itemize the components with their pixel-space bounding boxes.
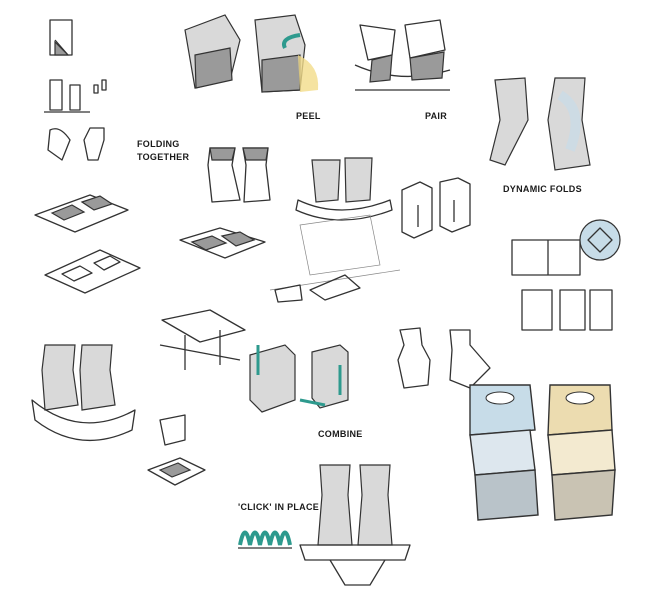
sketch-pair-small	[44, 79, 107, 113]
label-combine: COMBINE	[318, 429, 363, 439]
sketch-folding-together	[207, 147, 271, 203]
sketch-hand-fold	[47, 127, 105, 161]
label-folding-line2: TOGETHER	[137, 152, 190, 162]
label-dynamic-folds: DYNAMIC FOLDS	[503, 184, 582, 194]
sketch-combine	[249, 344, 349, 413]
sketch-blocks	[401, 177, 471, 239]
sketch-pair	[354, 19, 451, 91]
sketch-click-profile	[238, 530, 292, 549]
sketch-colored-cream-box	[547, 384, 616, 521]
sketch-hinged-pair	[397, 327, 491, 389]
sketch-thumb-1	[49, 19, 73, 56]
sketch-tray-1	[34, 194, 129, 233]
sketch-tray-2	[44, 249, 141, 294]
sketch-click-detail	[147, 414, 206, 486]
label-click-in-place: 'CLICK' IN PLACE	[238, 502, 320, 512]
sketch-block-stand	[159, 309, 246, 370]
sketch-colored-blue-box	[469, 384, 539, 521]
sketch-wireframe	[269, 214, 401, 303]
sketch-peel	[184, 14, 319, 93]
sketch-tray-3	[179, 227, 266, 259]
sketch-large-pair	[31, 344, 136, 441]
label-pair: PAIR	[425, 111, 448, 121]
sketch-dynamic-folds	[489, 77, 591, 171]
sketch-pair-base	[295, 157, 393, 221]
sketch-click-pair	[299, 464, 411, 586]
label-folding-line1: FOLDING	[137, 139, 180, 149]
sketch-detail-circle	[511, 219, 621, 331]
label-peel: PEEL	[296, 111, 321, 121]
